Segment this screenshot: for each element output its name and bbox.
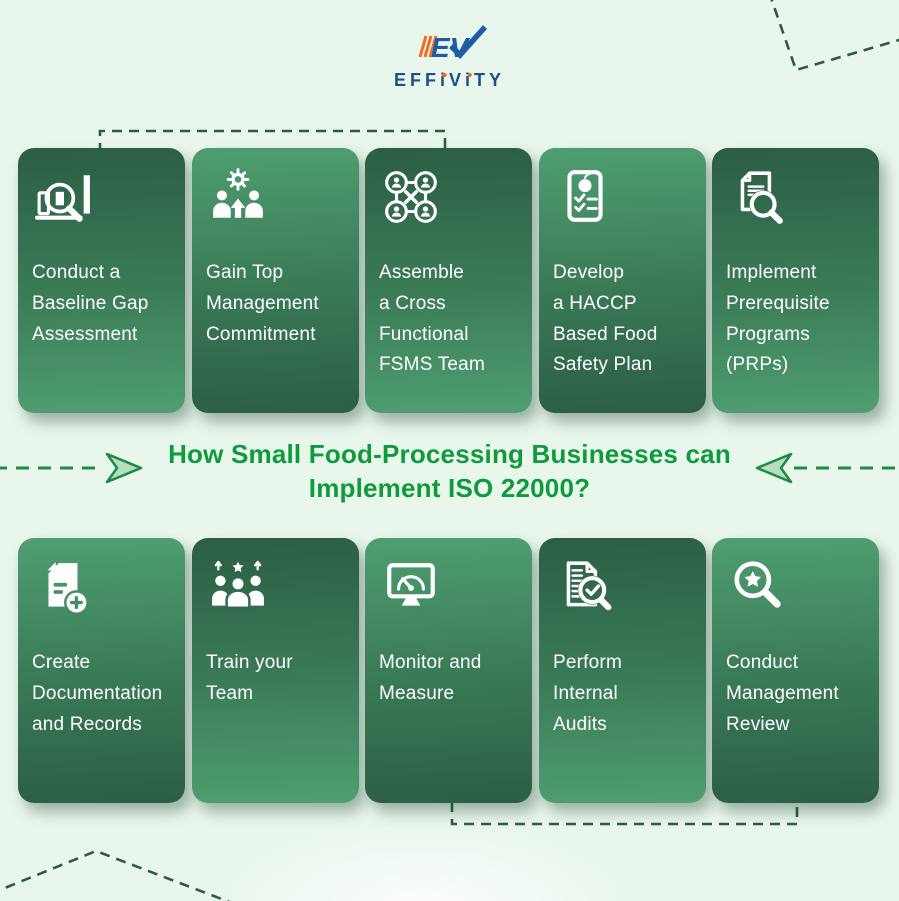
- card-label: Train your Team: [206, 652, 293, 704]
- card-implement-prerequisite-programs: Implement Prerequisite Programs (PRPs): [712, 148, 879, 413]
- bottom-dashed-bracket: [450, 802, 799, 826]
- management-commitment-icon: [209, 168, 345, 238]
- card-label: Create Documentation and Records: [32, 652, 163, 735]
- card-perform-internal-audits: Perform Internal Audits: [539, 538, 706, 803]
- card-label: Gain Top Management Commitment: [206, 262, 319, 345]
- card-label: Conduct a Baseline Gap Assessment: [32, 262, 149, 345]
- bottom-left-dashed-corner: [0, 849, 231, 901]
- brand-name: EFFiViTY: [393, 70, 506, 90]
- card-monitor-and-measure: Monitor and Measure: [365, 538, 532, 803]
- card-label: Develop a HACCP Based Food Safety Plan: [553, 262, 658, 376]
- card-conduct-management-review: Conduct Management Review: [712, 538, 879, 803]
- card-train-your-team: Train your Team: [192, 538, 359, 803]
- card-label: Assemble a Cross Functional FSMS Team: [379, 262, 485, 376]
- card-label: Implement Prerequisite Programs (PRPs): [726, 262, 830, 376]
- card-label: Monitor and Measure: [379, 652, 482, 704]
- top-dashed-bracket: [98, 129, 447, 153]
- left-pointing-arrowhead-icon: [755, 452, 793, 484]
- top-right-dashed-corner: [770, 0, 899, 72]
- card-gain-top-management-commitment: Gain Top Management Commitment: [192, 148, 359, 413]
- gap-analysis-icon: [35, 168, 171, 238]
- document-search-icon: [729, 168, 865, 238]
- haccp-plan-icon: [556, 168, 692, 238]
- page-title: How Small Food-Processing Businesses can…: [168, 439, 731, 503]
- card-label: Perform Internal Audits: [553, 652, 622, 735]
- effivity-logo: EV EFFiViTY: [330, 24, 570, 91]
- right-pointing-arrowhead-icon: [105, 452, 143, 484]
- card-create-documentation-and-records: Create Documentation and Records: [18, 538, 185, 803]
- card-assemble-cross-functional-fsms-team: Assemble a Cross Functional FSMS Team: [365, 148, 532, 413]
- card-develop-haccp-food-safety-plan: Develop a HACCP Based Food Safety Plan: [539, 148, 706, 413]
- team-training-icon: [209, 558, 345, 628]
- audit-search-icon: [556, 558, 692, 628]
- monitor-gauge-icon: [382, 558, 518, 628]
- card-label: Conduct Management Review: [726, 652, 839, 735]
- star-search-icon: [729, 558, 865, 628]
- card-conduct-baseline-gap-assessment: Conduct a Baseline Gap Assessment: [18, 148, 185, 413]
- team-network-icon: [382, 168, 518, 238]
- document-add-icon: [35, 558, 171, 628]
- ev-logo-mark-icon: EV: [418, 25, 487, 63]
